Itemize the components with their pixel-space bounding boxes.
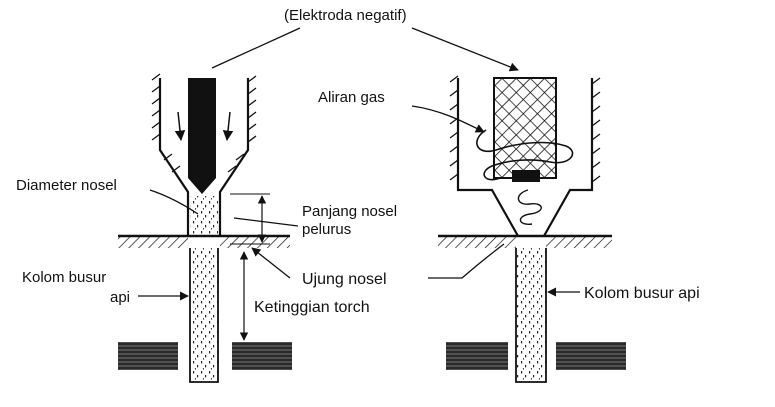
- right-workpiece-left: [446, 342, 508, 370]
- left-workpiece-left: [118, 342, 178, 370]
- label-kolom-busur-left: Kolom busur: [22, 269, 106, 286]
- left-electrode: [188, 78, 216, 194]
- leader-lines: [138, 27, 580, 301]
- label-elektroda: (Elektroda negatif): [284, 7, 407, 24]
- label-aliran-gas: Aliran gas: [318, 89, 385, 106]
- right-arc-swirl: [517, 189, 542, 225]
- labels: (Elektroda negatif) Aliran gas Diameter …: [16, 7, 700, 316]
- left-workpiece-right: [232, 342, 292, 370]
- left-torch-wall-right: [218, 78, 250, 236]
- leader-elektroda-left: [211, 27, 301, 69]
- left-arc-column: [189, 248, 219, 383]
- leader-ujung-left: [251, 247, 291, 279]
- left-torch: [118, 73, 292, 383]
- label-kolom-busur-api-right: Kolom busur api: [584, 285, 700, 302]
- right-gas-swirl: [476, 129, 574, 181]
- left-nozzle-arc: [190, 196, 218, 236]
- right-electrode-tip: [512, 170, 540, 182]
- label-api-left: api: [110, 289, 130, 306]
- leader-aliran-gas: [411, 105, 485, 133]
- label-pelurus: pelurus: [302, 221, 351, 238]
- right-torch: [438, 75, 626, 383]
- leader-diameter: [149, 189, 199, 215]
- right-arc-column: [515, 248, 547, 383]
- leader-panjang: [233, 217, 299, 227]
- left-gas-arrow-1: [174, 111, 186, 142]
- leader-elektroda-right: [411, 27, 519, 72]
- label-diameter-nosel: Diameter nosel: [16, 177, 117, 194]
- left-gas-arrow-2: [222, 111, 234, 142]
- label-ketinggian-torch: Ketinggian torch: [254, 299, 370, 316]
- label-ujung-nosel: Ujung nosel: [302, 271, 387, 288]
- leader-ujung-right: [428, 243, 505, 279]
- label-panjang-nosel: Panjang nosel: [302, 203, 397, 220]
- right-workpiece-right: [556, 342, 626, 370]
- left-torch-wall-left: [158, 78, 190, 236]
